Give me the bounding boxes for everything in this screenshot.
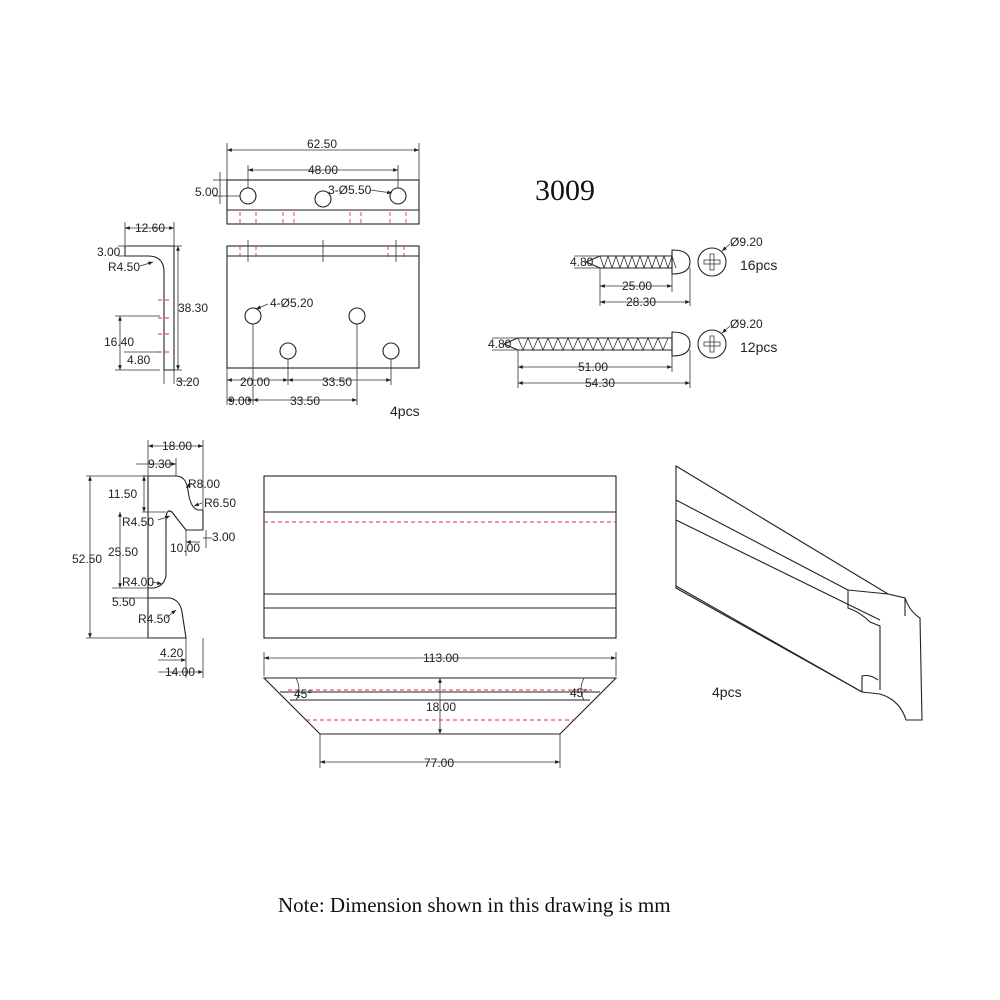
profile-top-inner: 9.30: [148, 457, 172, 471]
dim-bottom-mid2: 33.50: [290, 394, 320, 408]
screw-short-length: 28.30: [626, 295, 656, 309]
profile-bottom-width: 14.00: [165, 665, 195, 679]
bracket-front-view: 4-Ø5.20 20.00 33.50 9.00 33.50 4pcs: [226, 240, 420, 419]
profile-r3: R4.50: [122, 515, 154, 529]
dim-top-offset: 5.00: [195, 185, 219, 199]
profile-r5: R4.50: [138, 612, 170, 626]
dim-side-width: 12.60: [135, 221, 165, 235]
dim-thickness: 3.20: [176, 375, 200, 389]
dim-bottom-edge: 9.00: [228, 394, 252, 408]
rail-qty: 4pcs: [712, 684, 742, 700]
screw-short-thread: 25.00: [622, 279, 652, 293]
screw-short-diameter: 4.80: [570, 255, 594, 269]
profile-h-mid: 25.50: [108, 545, 138, 559]
rail-angle-left: 45°: [294, 687, 312, 701]
dim-hole-spacing: 48.00: [308, 163, 338, 177]
dim-side-height: 38.30: [178, 301, 208, 315]
rail-length-bottom: 77.00: [424, 756, 454, 770]
profile-bottom-inner: 4.20: [160, 646, 184, 660]
bracket-top-view: 62.50 48.00 5.00 3-Ø5.50: [195, 137, 420, 225]
rail-front-view: [263, 475, 617, 639]
screw-long-thread: 51.00: [578, 360, 608, 374]
profile-h-top: 11.50: [108, 487, 137, 501]
profile-inner-depth: 10.00: [170, 541, 200, 555]
rail-angle-right: 45°: [570, 686, 588, 700]
profile-r2: R6.50: [204, 496, 236, 510]
profile-r4: R4.00: [122, 575, 154, 589]
profile-h-low: 5.50: [112, 595, 136, 609]
dim-top-holes: 3-Ø5.50: [328, 183, 372, 197]
rail-bottom-view: 113.00 18.00 45° 45° 77.00: [262, 651, 618, 770]
dim-side-thickness-top: 3.00: [97, 245, 121, 259]
dim-hole-low: 4.80: [127, 353, 151, 367]
dimension-note: Note: Dimension shown in this drawing is…: [278, 893, 671, 917]
profile-top-width: 18.00: [162, 439, 192, 453]
profile-r1: R8.00: [188, 477, 220, 491]
screw-long-head: Ø9.20: [730, 317, 763, 331]
dim-bottom-mid: 33.50: [322, 375, 352, 389]
bracket-side-view: 12.60 3.00 R4.50 38.30 16.40 4.80 3.20: [97, 221, 208, 389]
dim-bottom-left: 20.00: [240, 375, 270, 389]
screw-long-length: 54.30: [585, 376, 615, 390]
screw-short-qty: 16pcs: [740, 257, 777, 273]
screw-short: Ø9.20 16pcs 4.80 25.00 28.30: [570, 235, 777, 309]
screw-long-diameter: 4.80: [488, 337, 512, 351]
rail-height: 18.00: [426, 700, 456, 714]
rail-length-top: 113.00: [423, 651, 459, 665]
bracket-qty: 4pcs: [390, 403, 420, 419]
screw-short-head: Ø9.20: [730, 235, 763, 249]
dim-width-total: 62.50: [307, 137, 337, 151]
screw-long: Ø9.20 12pcs 4.80 51.00 54.30: [488, 317, 777, 390]
dim-hole-height: 16.40: [104, 335, 134, 349]
dim-bend-radius: R4.50: [108, 260, 140, 274]
profile-height-total: 52.50: [72, 552, 102, 566]
screw-long-qty: 12pcs: [740, 339, 777, 355]
profile-lip: 3.00: [212, 530, 236, 544]
rail-profile: 18.00 9.30 R8.00 R6.50 11.50 R4.50 3.00 …: [72, 439, 236, 679]
dim-face-holes: 4-Ø5.20: [270, 296, 314, 310]
rail-isometric-view: [675, 465, 923, 721]
model-number: 3009: [535, 174, 595, 207]
